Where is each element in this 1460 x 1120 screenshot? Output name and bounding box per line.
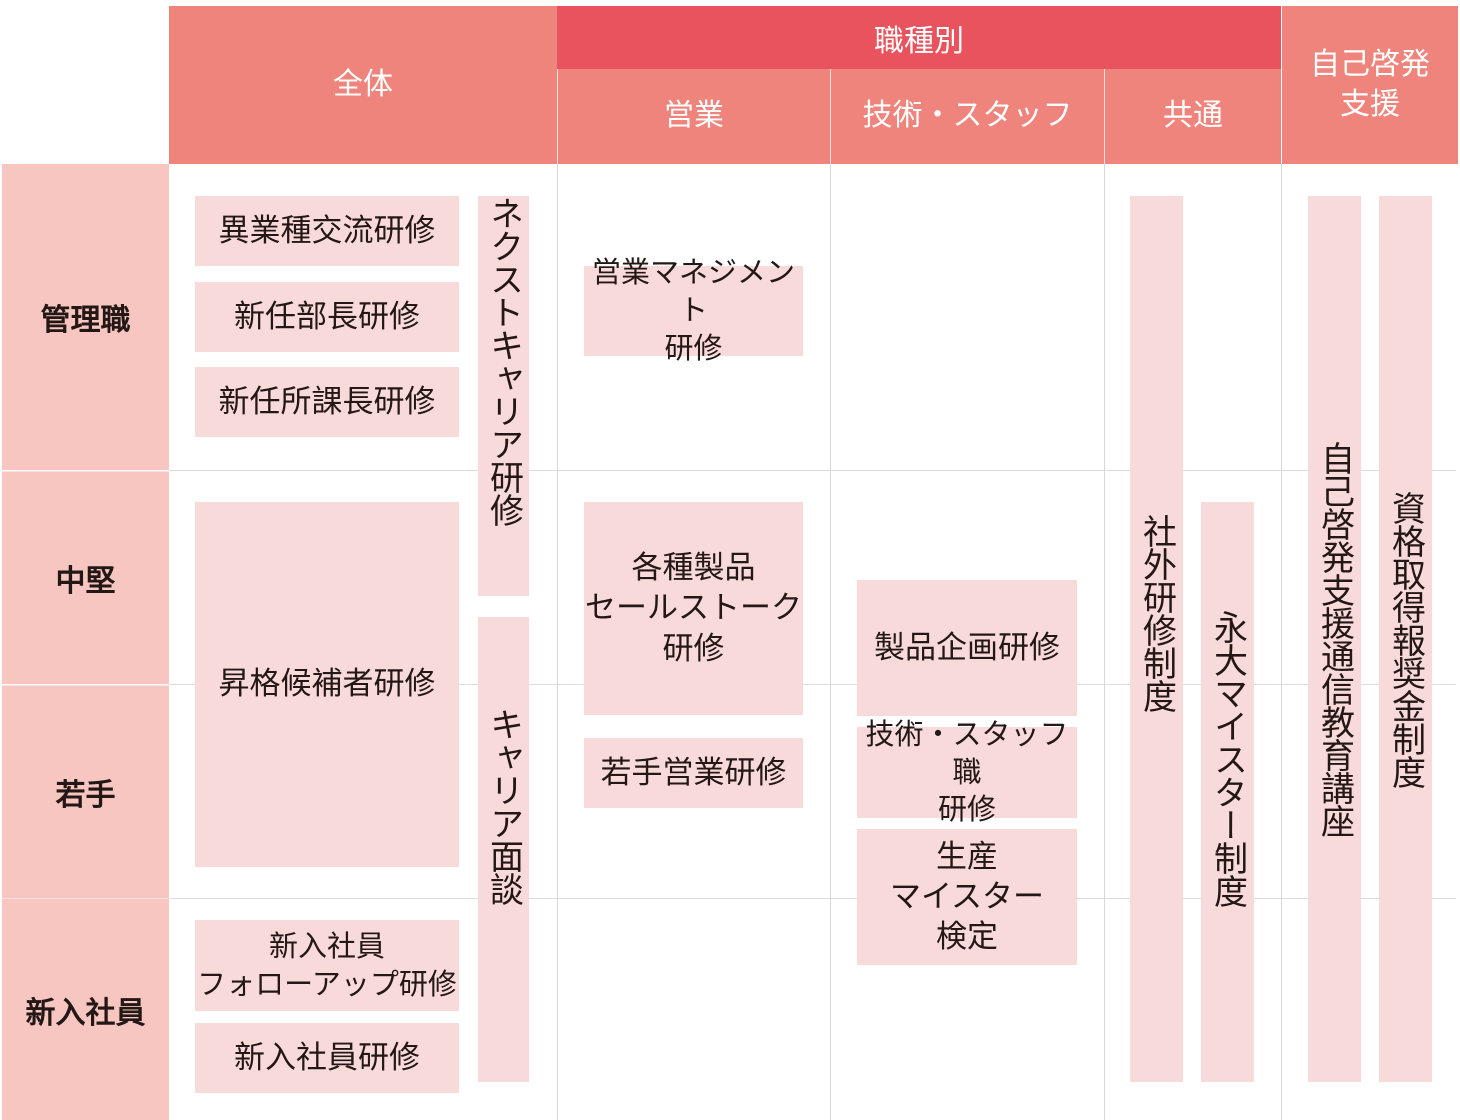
header-self-dev-label: 自己啓発 支援 [1310, 46, 1430, 123]
grid-line-col2 [830, 164, 831, 1120]
program-sales-management: 営業マネジメント 研修 [584, 255, 803, 365]
program-correspondence-course-label: 自己啓発支援通信教育講座 [1314, 441, 1355, 837]
header-sales: 営業 [557, 69, 830, 164]
header-overall: 全体 [169, 6, 557, 164]
row-label-new-employee: 新入社員 [2, 898, 169, 1120]
row-mid-level-label: 中堅 [55, 564, 116, 599]
program-external-training-label: 社外研修制度 [1136, 514, 1177, 712]
program-production-meister: 生産 マイスター 検定 [857, 829, 1077, 965]
program-product-planning: 製品企画研修 [857, 580, 1077, 716]
program-tech-staff-training-label: 技術・スタッフ職 研修 [865, 716, 1069, 827]
program-new-employee-followup-label: 新入社員 フォローアップ研修 [197, 928, 457, 1001]
header-by-job-type-label: 職種別 [874, 23, 964, 59]
header-common-label: 共通 [1163, 98, 1223, 134]
program-next-career: ネクストキャリア研修 [478, 196, 529, 596]
program-product-sales-talk-label: 各種製品 セールストーク 研修 [585, 550, 802, 667]
grid-line-row3 [169, 898, 1456, 899]
header-tech-staff: 技術・スタッフ [830, 69, 1104, 164]
program-eidai-meister-label: 永大マイスター制度 [1207, 610, 1248, 907]
program-new-dept-manager-label: 新任部長研修 [234, 298, 420, 335]
program-new-dept-manager: 新任部長研修 [195, 282, 459, 352]
program-qualification-reward-label: 資格取得報奨金制度 [1385, 490, 1426, 788]
program-young-sales: 若手営業研修 [584, 738, 803, 808]
program-cross-industry-label: 異業種交流研修 [218, 212, 436, 249]
grid-line-col4 [1281, 164, 1282, 1120]
program-product-planning-label: 製品企画研修 [874, 629, 1060, 666]
program-new-employee-followup: 新入社員 フォローアップ研修 [195, 920, 459, 1011]
header-tech-staff-label: 技術・スタッフ [862, 98, 1073, 134]
grid-line-col3 [1104, 164, 1105, 1120]
header-overall-label: 全体 [333, 66, 393, 102]
program-young-sales-label: 若手営業研修 [600, 754, 787, 791]
row-label-young: 若手 [2, 685, 169, 898]
header-common: 共通 [1104, 69, 1281, 164]
program-promotion-candidate-label: 昇格候補者研修 [218, 666, 436, 703]
grid-line-row2 [169, 684, 1456, 685]
header-sales-label: 営業 [664, 98, 724, 134]
header-by-job-type: 職種別 [557, 6, 1281, 69]
program-qualification-reward: 資格取得報奨金制度 [1379, 196, 1432, 1082]
row-new-employee-label: 新入社員 [25, 995, 146, 1031]
program-next-career-label: ネクストキャリア研修 [483, 196, 524, 526]
program-production-meister-label: 生産 マイスター 検定 [889, 838, 1045, 956]
program-career-interview: キャリア面談 [478, 617, 529, 1082]
program-eidai-meister: 永大マイスター制度 [1201, 502, 1254, 1082]
grid-line-row1 [169, 470, 1456, 471]
row-management-label: 管理職 [40, 303, 131, 338]
program-cross-industry: 異業種交流研修 [195, 196, 459, 266]
program-promotion-candidate: 昇格候補者研修 [195, 502, 459, 867]
program-new-employee-training: 新入社員研修 [195, 1023, 459, 1093]
program-new-employee-training-label: 新入社員研修 [234, 1039, 420, 1076]
program-correspondence-course: 自己啓発支援通信教育講座 [1308, 196, 1361, 1082]
program-new-section-manager-label: 新任所課長研修 [218, 383, 436, 420]
grid-line-col1 [557, 164, 558, 1120]
row-young-label: 若手 [55, 778, 116, 813]
program-tech-staff-training: 技術・スタッフ職 研修 [857, 717, 1077, 826]
header-self-dev: 自己啓発 支援 [1282, 6, 1458, 164]
program-career-interview-label: キャリア面談 [483, 707, 524, 905]
program-external-training: 社外研修制度 [1130, 196, 1183, 1082]
program-sales-management-label: 営業マネジメント 研修 [591, 255, 795, 365]
program-new-section-manager: 新任所課長研修 [195, 367, 459, 437]
program-product-sales-talk: 各種製品 セールストーク 研修 [584, 502, 803, 715]
row-label-mid-level: 中堅 [2, 471, 169, 684]
row-label-management: 管理職 [2, 164, 169, 470]
